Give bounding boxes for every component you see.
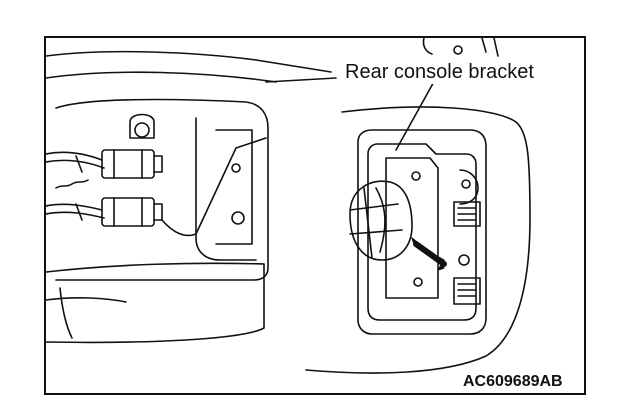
panel-hole-1 [231,163,241,173]
left-panel-rib [215,129,253,245]
upper-trim-contour-inner [46,71,277,83]
wire-bundle-4 [46,211,105,219]
top-clip-hole [453,45,463,55]
figure-code: AC609689AB [461,372,563,392]
wire-bundle-5 [55,179,89,189]
bracket-clip-upper-hole [461,179,471,189]
connector-upper [101,149,155,179]
bracket-clip-middle [453,201,481,227]
wire-bundle-1 [46,151,103,161]
lower-trim-front [46,297,127,303]
bracket-outer [357,129,487,335]
lower-trim-top [46,262,265,273]
panel-hole-2 [231,211,245,225]
rear-panel-surround [305,106,531,374]
top-clip-detail [422,38,499,57]
lower-trim-rear [46,263,265,344]
callout-leader [395,77,437,151]
wire-bundle-3 [46,203,103,211]
harness-leader [161,137,267,237]
left-panel-outline [55,98,269,281]
bracket-bolt-upper [411,171,421,181]
arrow-shaft [413,241,447,267]
bracket-inner [367,143,477,321]
illustration-frame: Rear console bracket AC609689AB [44,36,586,395]
top-leader [265,77,337,83]
rear-console-bracket-diagram [46,38,531,374]
rear-console-bracket-label: Rear console bracket [342,60,537,84]
connector-upper-lock [113,149,163,179]
cable-passage-shade [375,187,386,253]
connector-lower [101,197,155,227]
panel-hole-3 [134,122,150,138]
bracket-clip-middle-ribs [457,207,477,221]
cable-opening [349,180,413,261]
lower-trim-shade [59,287,73,339]
wire-bundle-2 [46,159,105,169]
bracket-plate [385,157,439,299]
wire-tie [75,155,83,221]
connector-lower-lock [113,197,163,227]
cable-passage [349,187,403,259]
bracket-clip-lower [453,277,481,305]
bracket-bolt-lower [413,277,423,287]
panel-tab [129,113,155,139]
bracket-clip-lower-ribs [457,283,477,297]
bracket-clip-lower-hole [458,254,470,266]
left-panel-inner [195,117,257,261]
upper-trim-contour [46,50,332,73]
